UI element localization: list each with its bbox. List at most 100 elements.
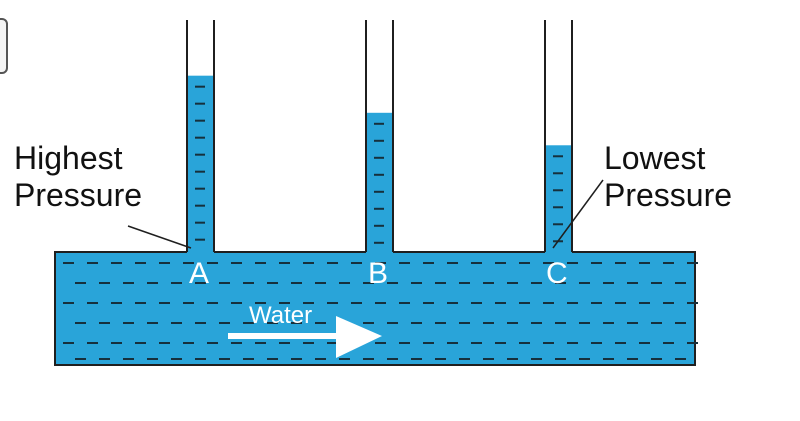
water-dash [195,282,206,284]
water-dash [195,221,205,224]
water-dash [207,302,218,304]
water-dash [567,342,578,344]
point-b-label: B [368,257,389,290]
water-dash [147,322,158,324]
water-dash [63,262,74,264]
water-dash [471,302,482,304]
water-dash [374,190,384,193]
water-dash [459,322,470,324]
water-dash [315,358,326,360]
water-dash [495,302,506,304]
water-dash [374,224,384,227]
tube-b-water [367,112,392,253]
water-dash [291,358,302,360]
water-dash [195,170,205,173]
water-dash [195,358,206,360]
water-dash [555,358,566,360]
water-dash [219,358,230,360]
water-dash [411,322,422,324]
water-dash [63,342,74,344]
water-dash [303,262,314,264]
pipe-water [55,252,695,365]
water-dash [171,322,182,324]
water-dash [675,358,686,360]
water-dash [375,302,386,304]
water-dash [387,282,398,284]
highest-pressure-label: Highest Pressure [14,140,142,214]
water-dash [447,302,458,304]
pipe-outline [54,251,696,366]
water-dash [555,322,566,324]
water-dash [423,302,434,304]
water-dash [111,302,122,304]
water-dash [687,262,698,264]
water-dash [243,358,254,360]
water-dash [687,342,698,344]
water-dash [603,282,614,284]
water-dash [531,322,542,324]
water-dash [374,139,384,142]
water-dash [135,262,146,264]
water-dash [387,322,398,324]
water-dash [195,238,205,241]
water-dash [579,358,590,360]
tube-a-water [188,75,213,254]
water-dash [553,155,563,158]
point-c-label: C [546,257,568,290]
water-dash [387,358,398,360]
water-dash [507,322,518,324]
lowest-line-2: Pressure [604,176,733,213]
water-dash [279,342,290,344]
water-dash [459,282,470,284]
water-dash [374,156,384,159]
water-dash [663,302,674,304]
water-dash [591,302,602,304]
water-dash [603,358,614,360]
water-dash [135,342,146,344]
water-dash [435,322,446,324]
water-dash [123,358,134,360]
water-dash [639,262,650,264]
water-dash [75,282,86,284]
lowest-line-1: Lowest [604,140,706,176]
water-dash [423,342,434,344]
water-dash [195,136,205,139]
water-dash [327,342,338,344]
water-dash [255,262,266,264]
water-dash [159,342,170,344]
water-dash [351,302,362,304]
water-dash [399,262,410,264]
water-dash [507,282,518,284]
water-dash [111,262,122,264]
water-dash [315,282,326,284]
water-dash [447,262,458,264]
water-dash [553,172,563,175]
water-dash [639,302,650,304]
water-dash [495,342,506,344]
water-dash [651,358,662,360]
water-dash [399,302,410,304]
leader-line-lowest [552,179,604,249]
water-dash [171,282,182,284]
water-dash [651,322,662,324]
water-dash [159,262,170,264]
water-dash [519,262,530,264]
water-dash [87,262,98,264]
water-dash [471,342,482,344]
water-dash [279,302,290,304]
water-dash [615,302,626,304]
water-dash [99,282,110,284]
water-dash [303,342,314,344]
water-dash [411,358,422,360]
water-dash [579,322,590,324]
water-dash [63,302,74,304]
water-dash [553,223,563,226]
lowest-pressure-label: Lowest Pressure [604,140,732,214]
water-dash [195,85,205,88]
water-dash [495,262,506,264]
water-dash [147,358,158,360]
water-dash [459,358,470,360]
water-dash [519,342,530,344]
water-dash [279,262,290,264]
